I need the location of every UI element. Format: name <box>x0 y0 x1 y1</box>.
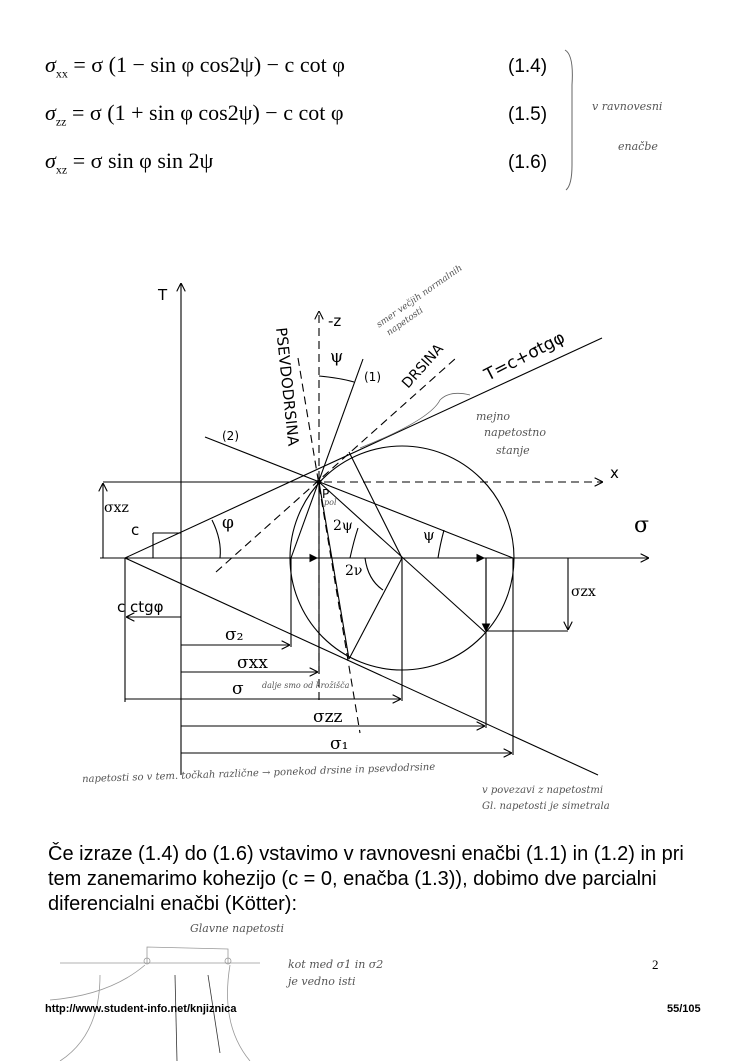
body-paragraph: Če izraze (1.4) do (1.6) vstavimo v ravn… <box>48 843 684 915</box>
handwritten-note: Gl. napetosti je simetrala <box>482 801 610 812</box>
sigma-label: σ <box>232 679 244 699</box>
tangent-line <box>348 451 403 559</box>
inner-page-number: 2 <box>652 957 659 972</box>
two-psi-arc <box>349 527 359 559</box>
pole-line <box>318 481 487 634</box>
psi-right-arc <box>437 529 445 559</box>
pseudo-slip-line-dashed <box>297 357 361 734</box>
pseudo-slip-label: PSEVDODRSINA <box>272 327 302 448</box>
sigma-2-label: σ₂ <box>225 625 243 645</box>
sigma-xx-label: σxx <box>237 653 268 673</box>
phi-arc <box>211 519 221 559</box>
pole-label: P <box>322 487 329 501</box>
line-1-label: (1) <box>364 370 381 384</box>
mohr-circle-diagram: T σ -z x ψ φ (1) (2) PSEVDODRSINA DRSINA… <box>0 0 750 776</box>
footer-url-link[interactable]: http://www.student-info.net/knjiznica <box>45 1003 237 1015</box>
c-ctg-label: c ctgφ <box>117 598 164 616</box>
handwritten-note: je vedno isti <box>288 975 356 988</box>
z-axis-label: -z <box>328 312 341 330</box>
handwritten-note: Glavne napetosti <box>190 922 284 935</box>
handwritten-note: v ravnovesni <box>592 100 663 113</box>
handwritten-note: dalje smo od krožišča <box>262 681 350 690</box>
diamond-line <box>318 481 350 660</box>
two-nu-arc <box>364 557 384 591</box>
handwritten-note: enačbe <box>618 140 658 153</box>
failure-envelope-lower <box>124 557 599 776</box>
footer-page-count: 55/105 <box>667 1003 701 1015</box>
sigma-1-label: σ₁ <box>330 734 348 754</box>
c-label: c <box>131 521 139 539</box>
slip-label: DRSINA <box>399 341 447 392</box>
equation-1-4: σxx = σ (1 − sin φ cos2ψ) − c cot φ <box>45 52 345 81</box>
sigma-xz-label: σxz <box>104 500 129 516</box>
x-axis-label: x <box>610 464 619 482</box>
equation-1-5: σzz = σ (1 + sin φ cos2ψ) − c cot φ <box>45 100 344 129</box>
handwritten-note: mejno <box>476 410 511 423</box>
failure-envelope-upper <box>124 337 603 559</box>
tau-axis-label: T <box>157 286 168 304</box>
handwritten-note: pol <box>324 498 337 507</box>
line-2 <box>204 436 514 559</box>
slip-line-dashed <box>215 357 457 573</box>
sigma-axis-label: σ <box>634 513 649 538</box>
handwritten-note: kot med σ1 in σ2 <box>288 958 384 971</box>
handwritten-note: v povezavi z napetostmi <box>482 785 604 796</box>
handwritten-brace <box>564 49 573 191</box>
psi-right-label: ψ <box>423 526 435 544</box>
line-2-label: (2) <box>222 429 239 443</box>
two-psi-label: 2ψ <box>333 518 353 534</box>
equation-number: (1.5) <box>508 104 548 125</box>
pole-point <box>316 479 322 485</box>
equation-1-6: σxz = σ sin φ sin 2ψ <box>45 148 214 177</box>
handwritten-note: stanje <box>496 444 530 457</box>
sigma-zx-label: σzx <box>571 584 596 600</box>
handwritten-note: napetostno <box>484 426 547 439</box>
line-1 <box>290 358 364 559</box>
handwritten-sketch <box>49 946 260 1061</box>
diamond-line <box>348 557 403 660</box>
two-nu-label: 2ν <box>345 563 362 579</box>
psi-arc <box>318 375 355 383</box>
psi-label: ψ <box>330 347 343 367</box>
phi-label: φ <box>222 513 234 533</box>
sigma-zz-label: σzz <box>313 707 343 727</box>
envelope-label: T=c+σtgφ <box>480 328 568 386</box>
equation-number: (1.6) <box>508 152 548 173</box>
equation-number: (1.4) <box>508 56 548 77</box>
